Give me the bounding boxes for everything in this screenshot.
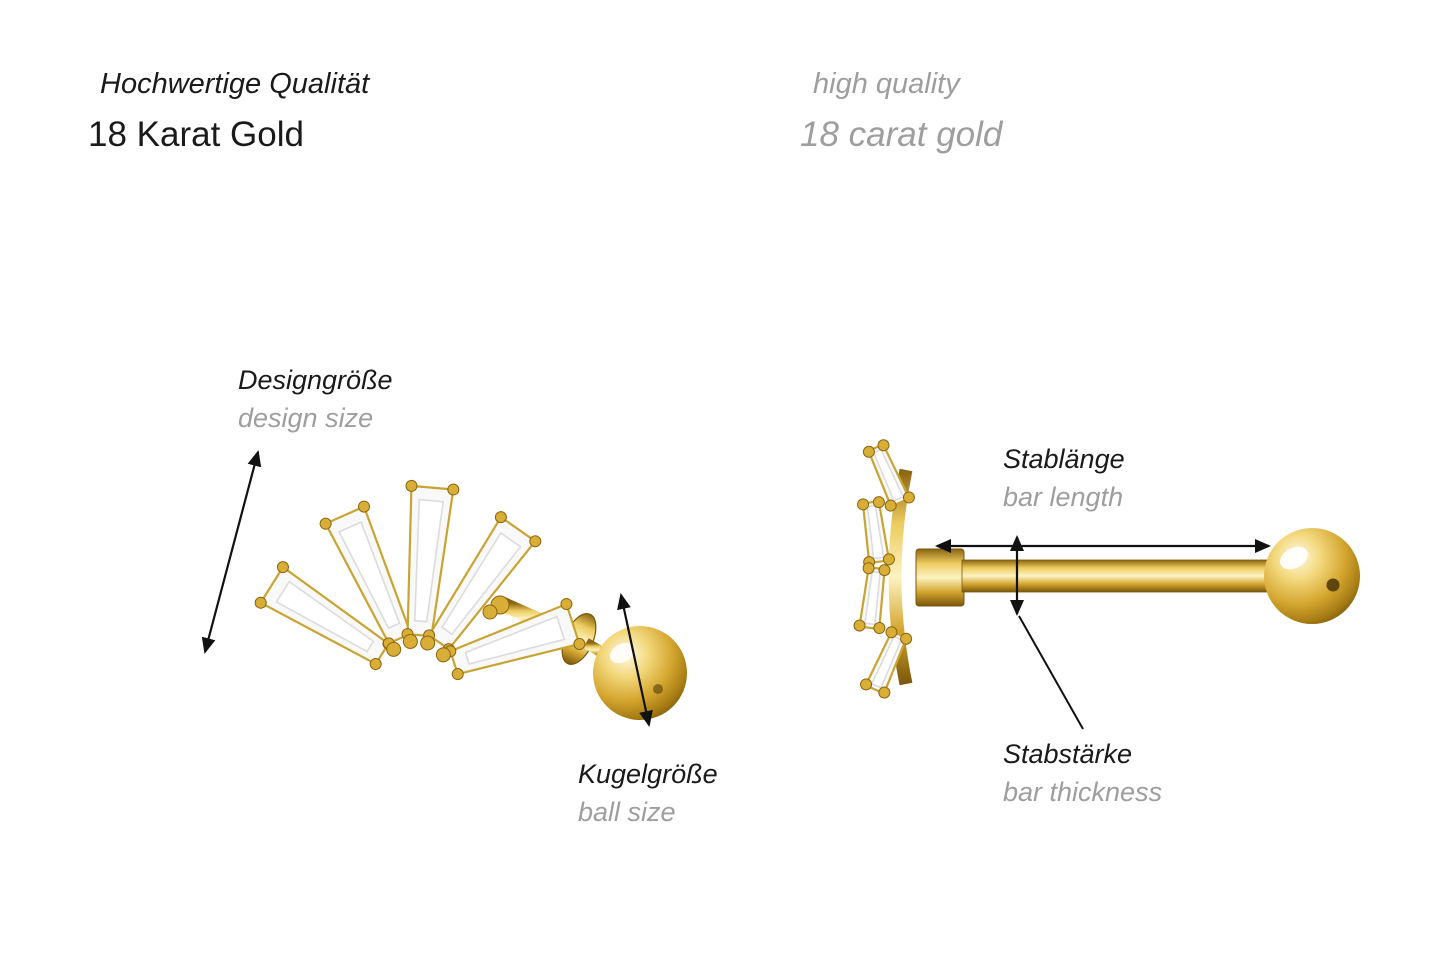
bar-joint-bead	[482, 604, 498, 620]
bar-length-label-en: bar length	[1003, 481, 1124, 512]
ball-reflection-spot	[653, 684, 663, 694]
header-german: Hochwertige Qualität 18 Karat Gold	[88, 68, 369, 155]
bar-thickness-label: Stabstärke bar thickness	[1003, 736, 1162, 812]
barbell-ball-side	[1264, 528, 1360, 624]
barbell-collar-side	[915, 548, 965, 607]
bar-thickness-leader-line	[1018, 615, 1084, 730]
barbell-bar-side	[961, 559, 1271, 593]
ball-size-label: Kugelgröße ball size	[578, 756, 718, 832]
barbell-ball-front	[593, 626, 687, 720]
ball-size-label-de: Kugelgröße	[578, 759, 718, 789]
bar-thickness-label-de: Stabstärke	[1003, 739, 1133, 769]
ball-size-arrow	[617, 593, 653, 727]
setting-bead	[420, 635, 436, 651]
header-english: high quality 18 carat gold	[800, 68, 1002, 155]
crystal-edge-side	[857, 496, 895, 569]
side-view-figure	[853, 439, 1360, 730]
baguette-crystal	[319, 500, 417, 650]
ball-reflection-spot	[1326, 578, 1340, 592]
material-text-en: 18 carat gold	[800, 115, 1003, 154]
baguette-crystal	[254, 561, 395, 670]
quality-text-en: high quality	[813, 68, 960, 100]
crystal-edge-side	[862, 439, 915, 512]
quality-text-de: Hochwertige Qualität	[100, 68, 370, 100]
crystal-edge-side	[860, 626, 913, 699]
design-size-label-en: design size	[238, 402, 374, 433]
bar-length-label-de: Stablänge	[1003, 444, 1125, 474]
ball-highlight	[1279, 546, 1309, 570]
design-size-arrow	[201, 450, 262, 654]
bar-thickness-label-en: bar thickness	[1003, 776, 1163, 807]
design-size-label-de: Designgröße	[238, 365, 393, 395]
front-view-figure	[201, 450, 687, 727]
baguette-crystal	[444, 598, 586, 681]
crystal-fan	[254, 479, 586, 681]
setting-bead	[402, 633, 418, 649]
material-text-de: 18 Karat Gold	[88, 115, 304, 154]
baguette-crystal	[423, 511, 542, 656]
setting-bead	[435, 647, 451, 663]
bar-length-label: Stablänge bar length	[1003, 441, 1125, 517]
setting-bead	[386, 641, 402, 657]
crystal-edge-side	[853, 562, 891, 635]
design-size-label: Designgröße design size	[238, 362, 393, 438]
ball-size-label-en: ball size	[578, 796, 676, 827]
